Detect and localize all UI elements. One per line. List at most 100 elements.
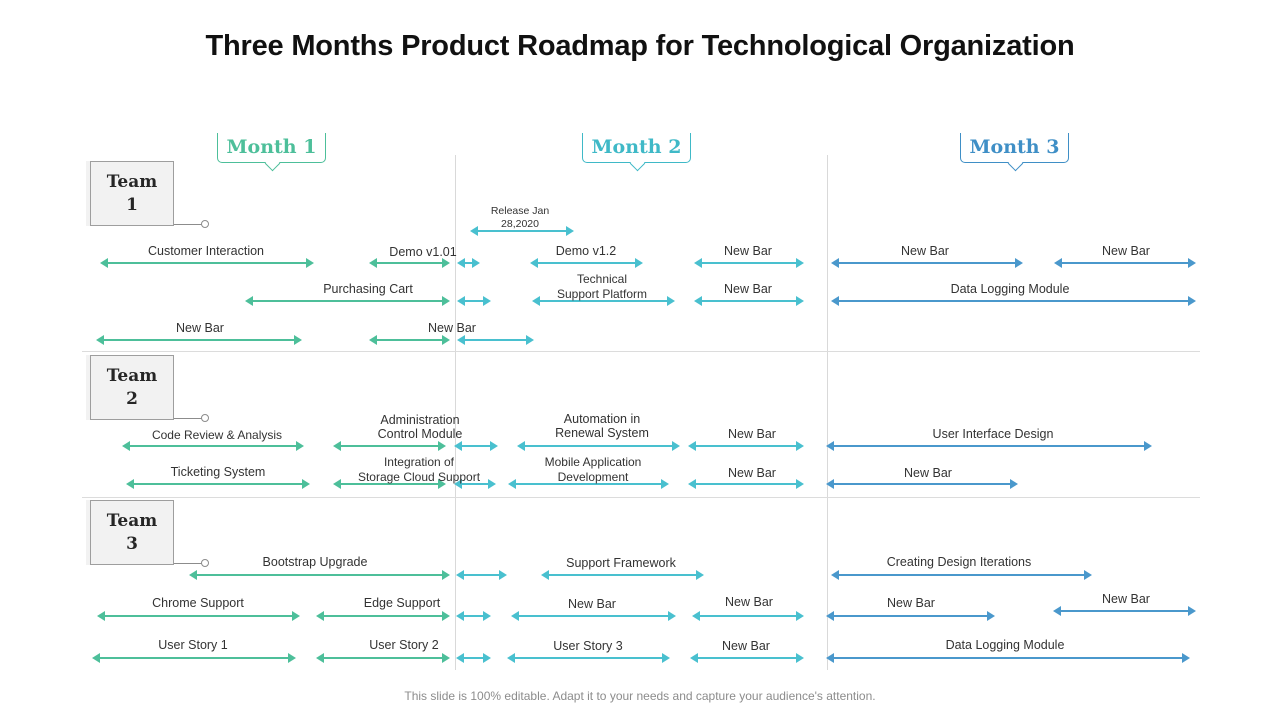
timeline-arrow[interactable] — [456, 653, 491, 663]
arrow-shaft — [339, 445, 440, 447]
task-label: New Bar — [901, 244, 949, 258]
timeline-arrow[interactable] — [189, 570, 450, 580]
arrow-left-icon — [457, 296, 465, 306]
task-label: New Bar — [176, 321, 224, 335]
arrow-shaft — [832, 615, 989, 617]
task-label: Chrome Support — [152, 596, 244, 610]
timeline-arrow[interactable] — [692, 611, 804, 621]
timeline-arrow[interactable] — [688, 441, 804, 451]
timeline-arrow[interactable] — [92, 653, 296, 663]
arrow-shaft — [339, 483, 440, 485]
arrow-right-icon — [499, 570, 507, 580]
timeline-arrow[interactable] — [690, 653, 804, 663]
connector-dot-icon — [201, 559, 209, 567]
timeline-arrow[interactable] — [457, 296, 491, 306]
timeline-arrow[interactable] — [826, 611, 995, 621]
month-header-2: Month 2 — [582, 133, 691, 163]
task-label: New Bar — [1102, 244, 1150, 258]
task-label: New Bar — [904, 466, 952, 480]
timeline-arrow[interactable] — [333, 441, 446, 451]
arrow-shaft — [132, 483, 304, 485]
timeline-arrow[interactable] — [688, 479, 804, 489]
arrow-right-icon — [1010, 479, 1018, 489]
task-label: Purchasing Cart — [323, 282, 413, 296]
timeline-arrow[interactable] — [826, 653, 1190, 663]
timeline-arrow[interactable] — [369, 335, 450, 345]
timeline-arrow[interactable] — [1053, 606, 1196, 616]
arrow-left-icon — [189, 570, 197, 580]
arrow-left-icon — [245, 296, 253, 306]
timeline-arrow[interactable] — [507, 653, 670, 663]
timeline-arrow[interactable] — [96, 335, 302, 345]
team-divider-1 — [82, 351, 1200, 352]
team-number: 2 — [126, 389, 138, 409]
arrow-shaft — [460, 445, 492, 447]
timeline-arrow[interactable] — [831, 296, 1196, 306]
timeline-arrow[interactable] — [122, 441, 304, 451]
timeline-arrow[interactable] — [316, 611, 450, 621]
timeline-arrow[interactable] — [470, 226, 574, 236]
timeline-arrow[interactable] — [694, 258, 804, 268]
timeline-arrow[interactable] — [1054, 258, 1196, 268]
timeline-arrow[interactable] — [454, 479, 496, 489]
arrow-right-icon — [488, 479, 496, 489]
arrow-left-icon — [511, 611, 519, 621]
timeline-arrow[interactable] — [454, 441, 498, 451]
arrow-right-icon — [302, 479, 310, 489]
timeline-arrow[interactable] — [831, 570, 1092, 580]
timeline-arrow[interactable] — [97, 611, 300, 621]
arrow-right-icon — [438, 479, 446, 489]
arrow-shaft — [1060, 262, 1190, 264]
arrow-shaft — [251, 300, 444, 302]
arrow-shaft — [832, 483, 1012, 485]
arrow-right-icon — [696, 570, 704, 580]
timeline-arrow[interactable] — [100, 258, 314, 268]
timeline-arrow[interactable] — [517, 441, 680, 451]
task-label: New Bar — [887, 596, 935, 610]
arrow-left-icon — [694, 258, 702, 268]
arrow-left-icon — [456, 611, 464, 621]
timeline-arrow[interactable] — [457, 335, 534, 345]
task-label: New Bar — [728, 466, 776, 480]
arrow-shaft — [837, 300, 1190, 302]
arrow-left-icon — [369, 335, 377, 345]
arrow-left-icon — [1053, 606, 1061, 616]
arrow-shaft — [322, 657, 444, 659]
timeline-arrow[interactable] — [245, 296, 450, 306]
timeline-arrow[interactable] — [508, 479, 669, 489]
timeline-arrow[interactable] — [369, 258, 450, 268]
arrow-left-icon — [457, 258, 465, 268]
arrow-left-icon — [126, 479, 134, 489]
timeline-arrow[interactable] — [826, 441, 1152, 451]
month-label: Month 3 — [969, 136, 1060, 158]
timeline-arrow[interactable] — [831, 258, 1023, 268]
task-label: New Bar — [568, 597, 616, 611]
timeline-arrow[interactable] — [826, 479, 1018, 489]
arrow-shaft — [698, 615, 798, 617]
timeline-arrow[interactable] — [456, 611, 491, 621]
timeline-arrow[interactable] — [511, 611, 676, 621]
arrow-right-icon — [668, 611, 676, 621]
timeline-arrow[interactable] — [457, 258, 480, 268]
task-label: New Bar — [428, 321, 476, 335]
timeline-arrow[interactable] — [530, 258, 643, 268]
timeline-arrow[interactable] — [456, 570, 507, 580]
timeline-arrow[interactable] — [541, 570, 704, 580]
timeline-arrow[interactable] — [333, 479, 446, 489]
month-header-3: Month 3 — [960, 133, 1069, 163]
arrow-right-icon — [442, 570, 450, 580]
timeline-arrow[interactable] — [694, 296, 804, 306]
arrow-left-icon — [457, 335, 465, 345]
timeline-arrow[interactable] — [316, 653, 450, 663]
arrow-right-icon — [662, 653, 670, 663]
arrow-left-icon — [692, 611, 700, 621]
arrow-right-icon — [442, 611, 450, 621]
timeline-arrow[interactable] — [532, 296, 675, 306]
arrow-shaft — [195, 574, 444, 576]
timeline-arrow[interactable] — [126, 479, 310, 489]
arrow-left-icon — [1054, 258, 1062, 268]
arrow-right-icon — [472, 258, 480, 268]
arrow-left-icon — [369, 258, 377, 268]
